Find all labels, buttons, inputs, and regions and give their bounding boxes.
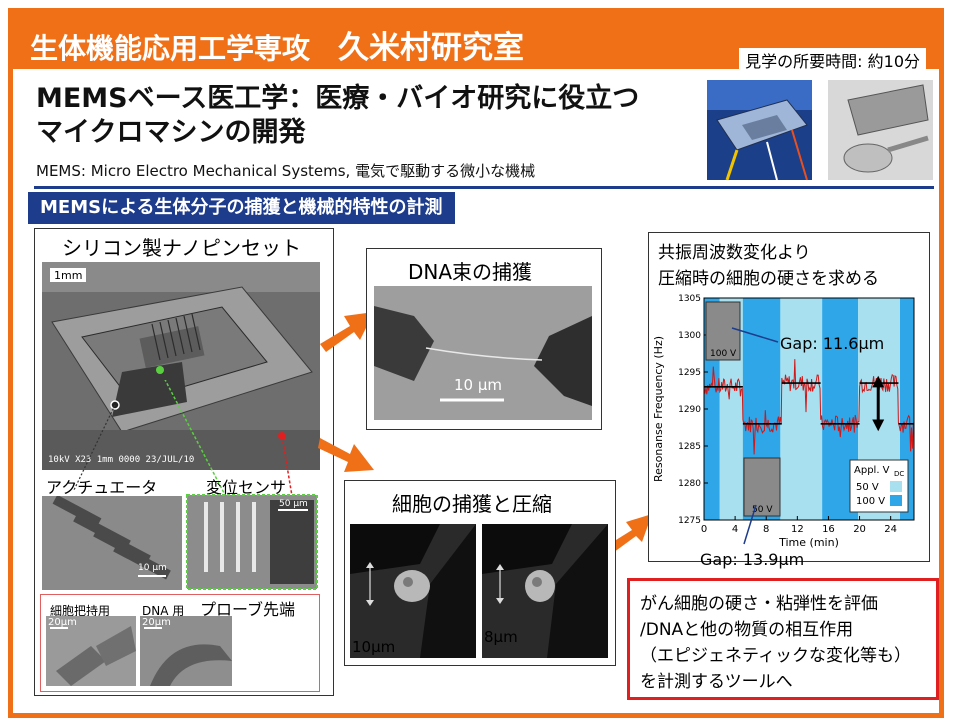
tour-time: 見学の所要時間: 約10分 [739,48,926,72]
x-axis-label: Time (min) [778,536,839,549]
actuator-scale: 10 μm [138,563,167,573]
gap-high-label: Gap: 11.6μm [780,334,885,353]
y-axis-label: Resonanse Frequency (Hz) [652,336,665,482]
dna-scale: 10 μm [454,376,502,394]
legend-swatch [890,481,902,492]
actuator-sem-image: 10 μm [42,496,182,590]
conclusion-box: がん細胞の硬さ・粘弾性を評価 /DNAと他の物質の相互作用 （エピジェネティック… [627,578,939,700]
lab-name: 久米村研究室 [338,30,525,66]
slide-frame [8,8,944,718]
plot-title-line1: 共振周波数変化より [658,243,811,263]
cell-image-left: 10μm [350,524,476,658]
cell-size-after: 8μm [484,628,518,646]
x-tick-label: 24 [884,524,897,535]
legend-title-subscript: DC [894,470,904,478]
y-tick-label: 1275 [678,516,701,526]
conclusion-line3: （エピジェネティックな変化等も） [640,646,911,666]
gap-low-pointer [743,504,757,545]
inset-50v-label: 50 V [752,505,773,515]
conclusion-line4: を計測するツールへ [640,672,793,692]
conclusion-line2: /DNAと他の物質の相互作用 [640,620,854,640]
sem-footer-text: 10kV X23 1mm 0000 23/JUL/10 [48,455,194,465]
y-tick-label: 1295 [678,368,701,378]
inset-50v-photo [743,457,781,517]
probe-scale-2: 20μm [142,617,171,628]
dna-probe-label: DNA 用 [142,604,185,618]
legend-title: Appl. V [854,465,890,476]
sem-scale-label: 1mm [54,269,82,282]
tweezer-sem-image: 1mm 10kV X23 1mm 0000 23/JUL/10 [42,262,320,470]
x-tick-label: 20 [853,524,866,535]
dna-capture-title: DNA束の捕獲 [408,260,533,284]
inset-100v-photo [705,301,741,361]
sensor-scale: 50 μm [279,499,308,509]
mems-device-photo [707,80,812,180]
arrow-to-cell [318,438,374,472]
x-tick-label: 16 [822,524,835,535]
y-tick-label: 1305 [678,294,701,304]
probe-scale-1: 20μm [48,617,77,628]
page-title: 生体機能応用工学専攻久米村研究室 [30,22,524,67]
section-title: MEMSによる生体分子の捕獲と機械的特性の計測 [28,192,455,224]
gap-low-label: Gap: 13.9μm [700,550,805,569]
headline-line1: MEMSベース医工学：医療・バイオ研究に役立つ [36,83,640,114]
arrow-to-dna [320,312,374,352]
difference-arrow-head-down [872,419,885,432]
probe-label: プローブ先端 [200,600,296,619]
legend-entry: 50 V [856,482,879,493]
headline: MEMSベース医工学：医療・バイオ研究に役立つ マイクロマシンの開発 [36,82,639,150]
nanotweezer-title: シリコン製ナノピンセット [62,236,301,260]
dna-probe-image: 20μm [140,616,232,686]
cell-probe-image: 20μm [46,616,136,686]
probe-marker [278,432,286,440]
sensor-marker [156,366,164,374]
legend-swatch [890,495,902,506]
resonance-chart: 0 4 8 12 16 20 24 1275 1280 1285 1290 1295 1300 1305T… [652,294,915,549]
conclusion-line1: がん細胞の硬さ・粘弾性を評価 [640,594,878,614]
section-divider [34,186,934,189]
actuator-marker [110,400,120,410]
x-tick-label: 8 [763,524,769,535]
x-tick-label: 4 [732,524,738,535]
actuator-label: アクチュエータ [46,478,158,497]
headline-line2: マイクロマシンの開発 [36,117,306,148]
y-tick-label: 1300 [678,331,701,341]
department-name: 生体機能応用工学専攻 [30,32,311,65]
plot-title: 共振周波数変化より 圧縮時の細胞の硬さを求める [658,240,879,292]
mems-definition: MEMS: Micro Electro Mechanical Systems, … [36,162,536,180]
cell-probe-label: 細胞把持用 [50,604,111,618]
dna-bundle-image: 10 μm [374,286,592,420]
y-tick-label: 1280 [678,479,701,489]
inset-100v-label: 100 V [710,349,737,359]
legend-entry: 100 V [856,496,885,507]
y-tick-label: 1285 [678,442,701,452]
cell-size-before: 10μm [352,638,395,656]
mems-on-spoon-photo [828,80,933,180]
y-tick-label: 1290 [678,405,701,415]
x-tick-label: 0 [701,524,707,535]
cell-capture-title: 細胞の捕獲と圧縮 [392,492,552,516]
cell-image-right: 8μm [482,524,608,658]
sensor-sem-image: 50 μm [186,494,318,590]
difference-arrow-head-up [872,375,885,388]
plot-title-line2: 圧縮時の細胞の硬さを求める [658,269,879,289]
gap-high-pointer [731,327,779,343]
sensor-label: 変位センサ [206,478,287,497]
x-tick-label: 12 [791,524,804,535]
